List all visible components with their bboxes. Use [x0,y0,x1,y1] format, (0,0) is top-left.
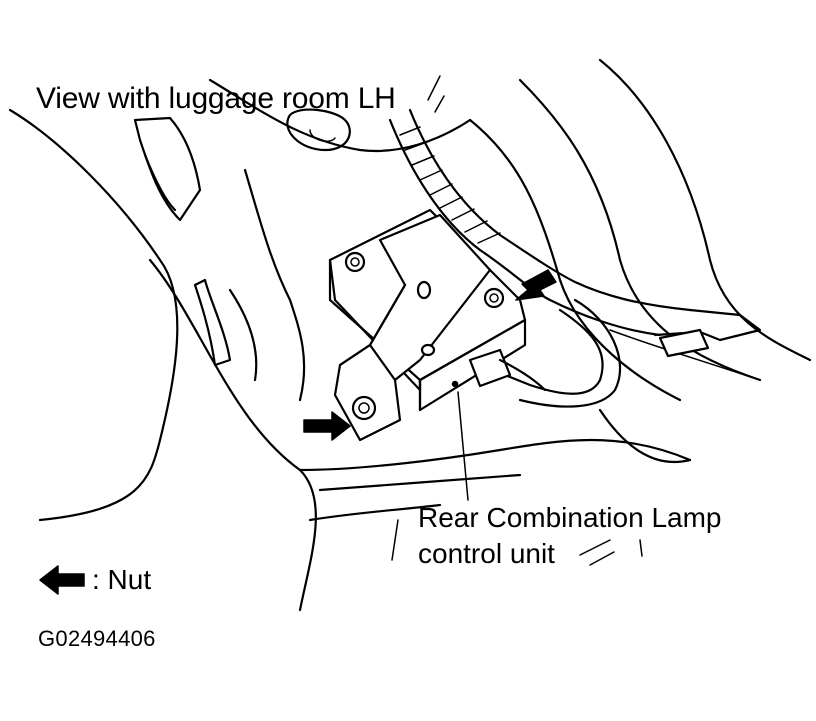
nut-arrow-right [515,269,557,301]
arrow-icon [39,565,85,595]
view-title: View with luggage room LH [36,82,396,115]
nut-upper-left [344,251,366,273]
nut-lower-left [351,395,377,421]
hatch-marks [391,75,643,566]
figure-code: G02494406 [38,626,156,651]
callout-leader-line [457,391,469,501]
nut-arrow-left [303,411,351,441]
callout-label-line1: Rear Combination Lamp [418,502,722,533]
nut-right [483,287,505,309]
legend-label: : Nut [92,564,152,595]
wiring-harness [388,108,762,408]
control-unit [328,208,547,442]
callout-label-line2: control unit [418,538,555,569]
